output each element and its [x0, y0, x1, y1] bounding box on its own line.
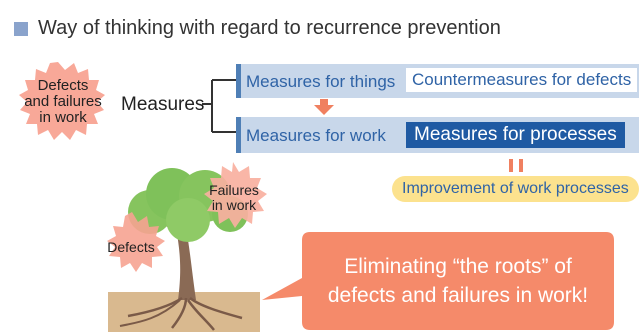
measures-for-processes-box: Measures for processes: [406, 122, 625, 148]
callout-line: Eliminating “the roots” of: [344, 255, 572, 278]
failures-label-line: in work: [211, 196, 257, 213]
defects-label: Defects: [107, 239, 155, 255]
failures-burst-shape: [204, 162, 267, 228]
callout-shape: [262, 232, 614, 330]
down-arrow-icon: [314, 99, 334, 115]
problem-burst-line: Defects: [37, 77, 89, 94]
problem-burst-line: and failures: [24, 92, 102, 110]
problem-burst-line: in work: [39, 108, 87, 126]
problem-burst: Defects and failures in work: [20, 78, 106, 125]
defects-burst-shape: [107, 212, 165, 272]
measures-for-things-label: Measures for things: [246, 72, 396, 91]
equals-icon: [509, 159, 513, 172]
improvement-pill: Improvement of work processes: [392, 176, 639, 202]
tree-trunk: [176, 228, 196, 300]
heading-square-icon: [14, 22, 28, 36]
callout-text: Eliminating “the roots” of defects and f…: [302, 252, 614, 311]
failures-label: Failures in work: [204, 183, 264, 212]
callout-line: defects and failures in work!: [327, 284, 589, 308]
measures-for-work-label: Measures for work: [246, 126, 386, 145]
measures-label: Measures: [121, 94, 205, 115]
countermeasures-for-defects-box: Countermeasures for defects: [406, 68, 638, 92]
failures-label-line: Failures: [209, 182, 259, 198]
page-title: Way of thinking with regard to recurrenc…: [38, 17, 501, 39]
problem-burst-shape: [19, 62, 105, 140]
